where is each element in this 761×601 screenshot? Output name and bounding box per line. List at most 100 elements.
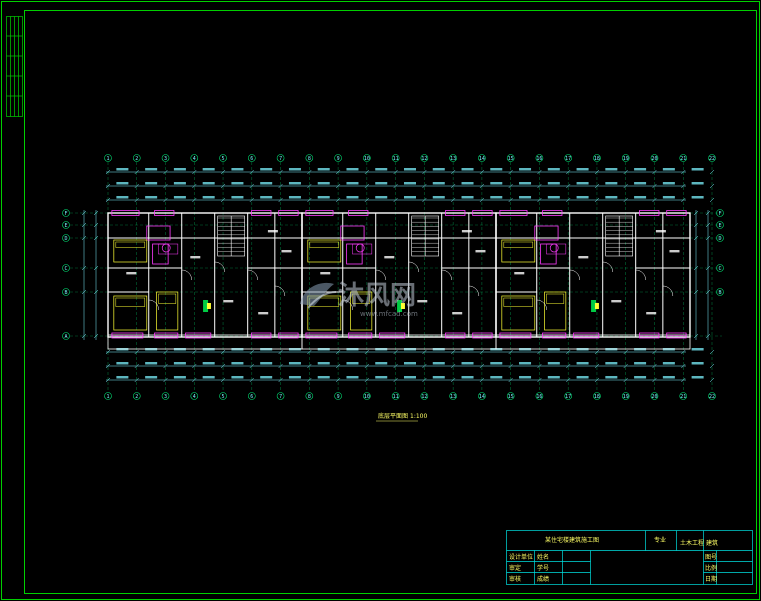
- axis-bubbles: 1122334455667788991010111112121313141415…: [62, 154, 724, 400]
- door-swing: [375, 269, 386, 281]
- dim-text-mark: [346, 168, 359, 171]
- axis-number-label: 19: [623, 394, 629, 400]
- binding-strip: [6, 16, 23, 117]
- axis-bubble-number: [104, 392, 112, 400]
- dim-text-mark: [317, 376, 330, 379]
- dim-text-mark: [547, 362, 560, 365]
- dim-text-mark: [691, 376, 704, 379]
- dim-text-mark: [288, 362, 301, 365]
- axis-number-label: 20: [651, 394, 657, 400]
- dim-tick: [81, 222, 87, 228]
- title-row-right-0: 图号: [705, 554, 717, 561]
- axis-number-label: 2: [135, 156, 138, 162]
- bed-icon: [307, 295, 342, 331]
- pillow-icon: [503, 241, 534, 248]
- title-row-right-1: 比例: [705, 564, 717, 572]
- dim-text-mark: [116, 168, 129, 171]
- dim-tick: [479, 183, 485, 189]
- axis-bubble-number: [449, 392, 457, 400]
- axis-letter-right-label: C: [718, 266, 721, 272]
- dim-text-mark: [145, 362, 158, 365]
- axis-bubble-letter-left: [62, 332, 70, 340]
- dim-tick: [422, 183, 427, 189]
- dim-text-mark: [173, 196, 186, 199]
- axis-bubble-number: [420, 392, 429, 400]
- axis-bubble-number: [650, 154, 659, 162]
- dim-tick: [681, 363, 686, 369]
- axis-bubble-number: [363, 392, 371, 400]
- unit-outer-wall: [495, 212, 691, 338]
- dim-text-mark: [576, 168, 589, 171]
- axis-bubble-number: [276, 154, 285, 162]
- dim-tick: [335, 183, 341, 189]
- axis-bubble-number: [190, 392, 199, 400]
- dim-text-mark: [260, 362, 273, 365]
- room-label-mark: [126, 272, 137, 275]
- room-label-mark: [475, 250, 486, 253]
- axis-bubble-number: [420, 154, 429, 162]
- window-top: [348, 210, 369, 216]
- leaf-logo-icon: [300, 282, 337, 309]
- axis-number-label: 22: [709, 394, 715, 400]
- axis-bubble-number: [132, 392, 141, 400]
- bay-window: [340, 225, 365, 241]
- dim-text-mark: [519, 376, 532, 379]
- dim-text-mark: [576, 376, 589, 379]
- dim-text-mark: [691, 362, 704, 365]
- axis-bubble-letter-left: [62, 221, 70, 229]
- dim-text-mark: [346, 182, 359, 185]
- axis-bubble-number: [535, 392, 544, 400]
- dim-tick: [393, 363, 398, 369]
- axis-bubble-number: [564, 154, 572, 162]
- dim-tick: [249, 183, 254, 189]
- axis-number-label: 14: [479, 394, 485, 400]
- window-top: [111, 210, 140, 216]
- pillow-icon: [503, 297, 534, 307]
- axis-bubble-number: [506, 154, 515, 162]
- dim-text-mark: [260, 168, 273, 171]
- dim-text-mark: [317, 168, 330, 171]
- dim-tick: [192, 363, 197, 369]
- building-plan: [107, 210, 691, 350]
- axis-number-label: 17: [565, 156, 571, 162]
- axis-letter-left-label: E: [64, 223, 67, 229]
- axis-number-label: 16: [536, 394, 542, 400]
- axis-bubble-number: [564, 392, 572, 400]
- axis-letter-left-label: B: [64, 290, 67, 296]
- title-project-name: 某住宅楼建筑施工图: [545, 536, 599, 544]
- dim-text-mark: [605, 376, 618, 379]
- axis-bubble-number: [593, 392, 601, 400]
- bed-icon: [113, 295, 148, 331]
- door-swing: [342, 299, 353, 311]
- pillow-icon: [309, 241, 340, 248]
- axis-bubble-number: [363, 154, 371, 162]
- axis-letter-right-label: F: [718, 211, 721, 217]
- axis-bubble-number: [305, 392, 314, 400]
- axis-number-label: 17: [565, 394, 571, 400]
- axis-bubble-number: [621, 154, 630, 162]
- axis-number-label: 22: [709, 156, 715, 162]
- dim-tick: [335, 363, 341, 369]
- dim-text-mark: [432, 196, 445, 199]
- dim-tick: [479, 363, 485, 369]
- door-swing: [214, 261, 225, 273]
- axis-letter-left-label: D: [64, 236, 67, 242]
- axis-number-label: 15: [508, 394, 514, 400]
- dim-text-mark: [490, 196, 503, 199]
- axis-bubble-letter-left: [62, 264, 70, 272]
- axis-bubble-number: [679, 154, 688, 162]
- door-swing: [602, 261, 613, 273]
- sofa-icon: [397, 300, 403, 312]
- axis-number-label: 18: [594, 156, 600, 162]
- axis-number-label: 11: [393, 394, 399, 400]
- dim-tick: [594, 363, 600, 369]
- dim-text-mark: [260, 196, 273, 199]
- door-swing: [569, 269, 580, 281]
- axis-number-label: 21: [680, 394, 686, 400]
- axis-number-label: 4: [193, 156, 196, 162]
- dim-text-mark: [634, 168, 647, 171]
- dim-text-mark: [576, 196, 589, 199]
- axis-bubble-letter-left: [62, 234, 70, 242]
- dim-text-mark: [432, 168, 445, 171]
